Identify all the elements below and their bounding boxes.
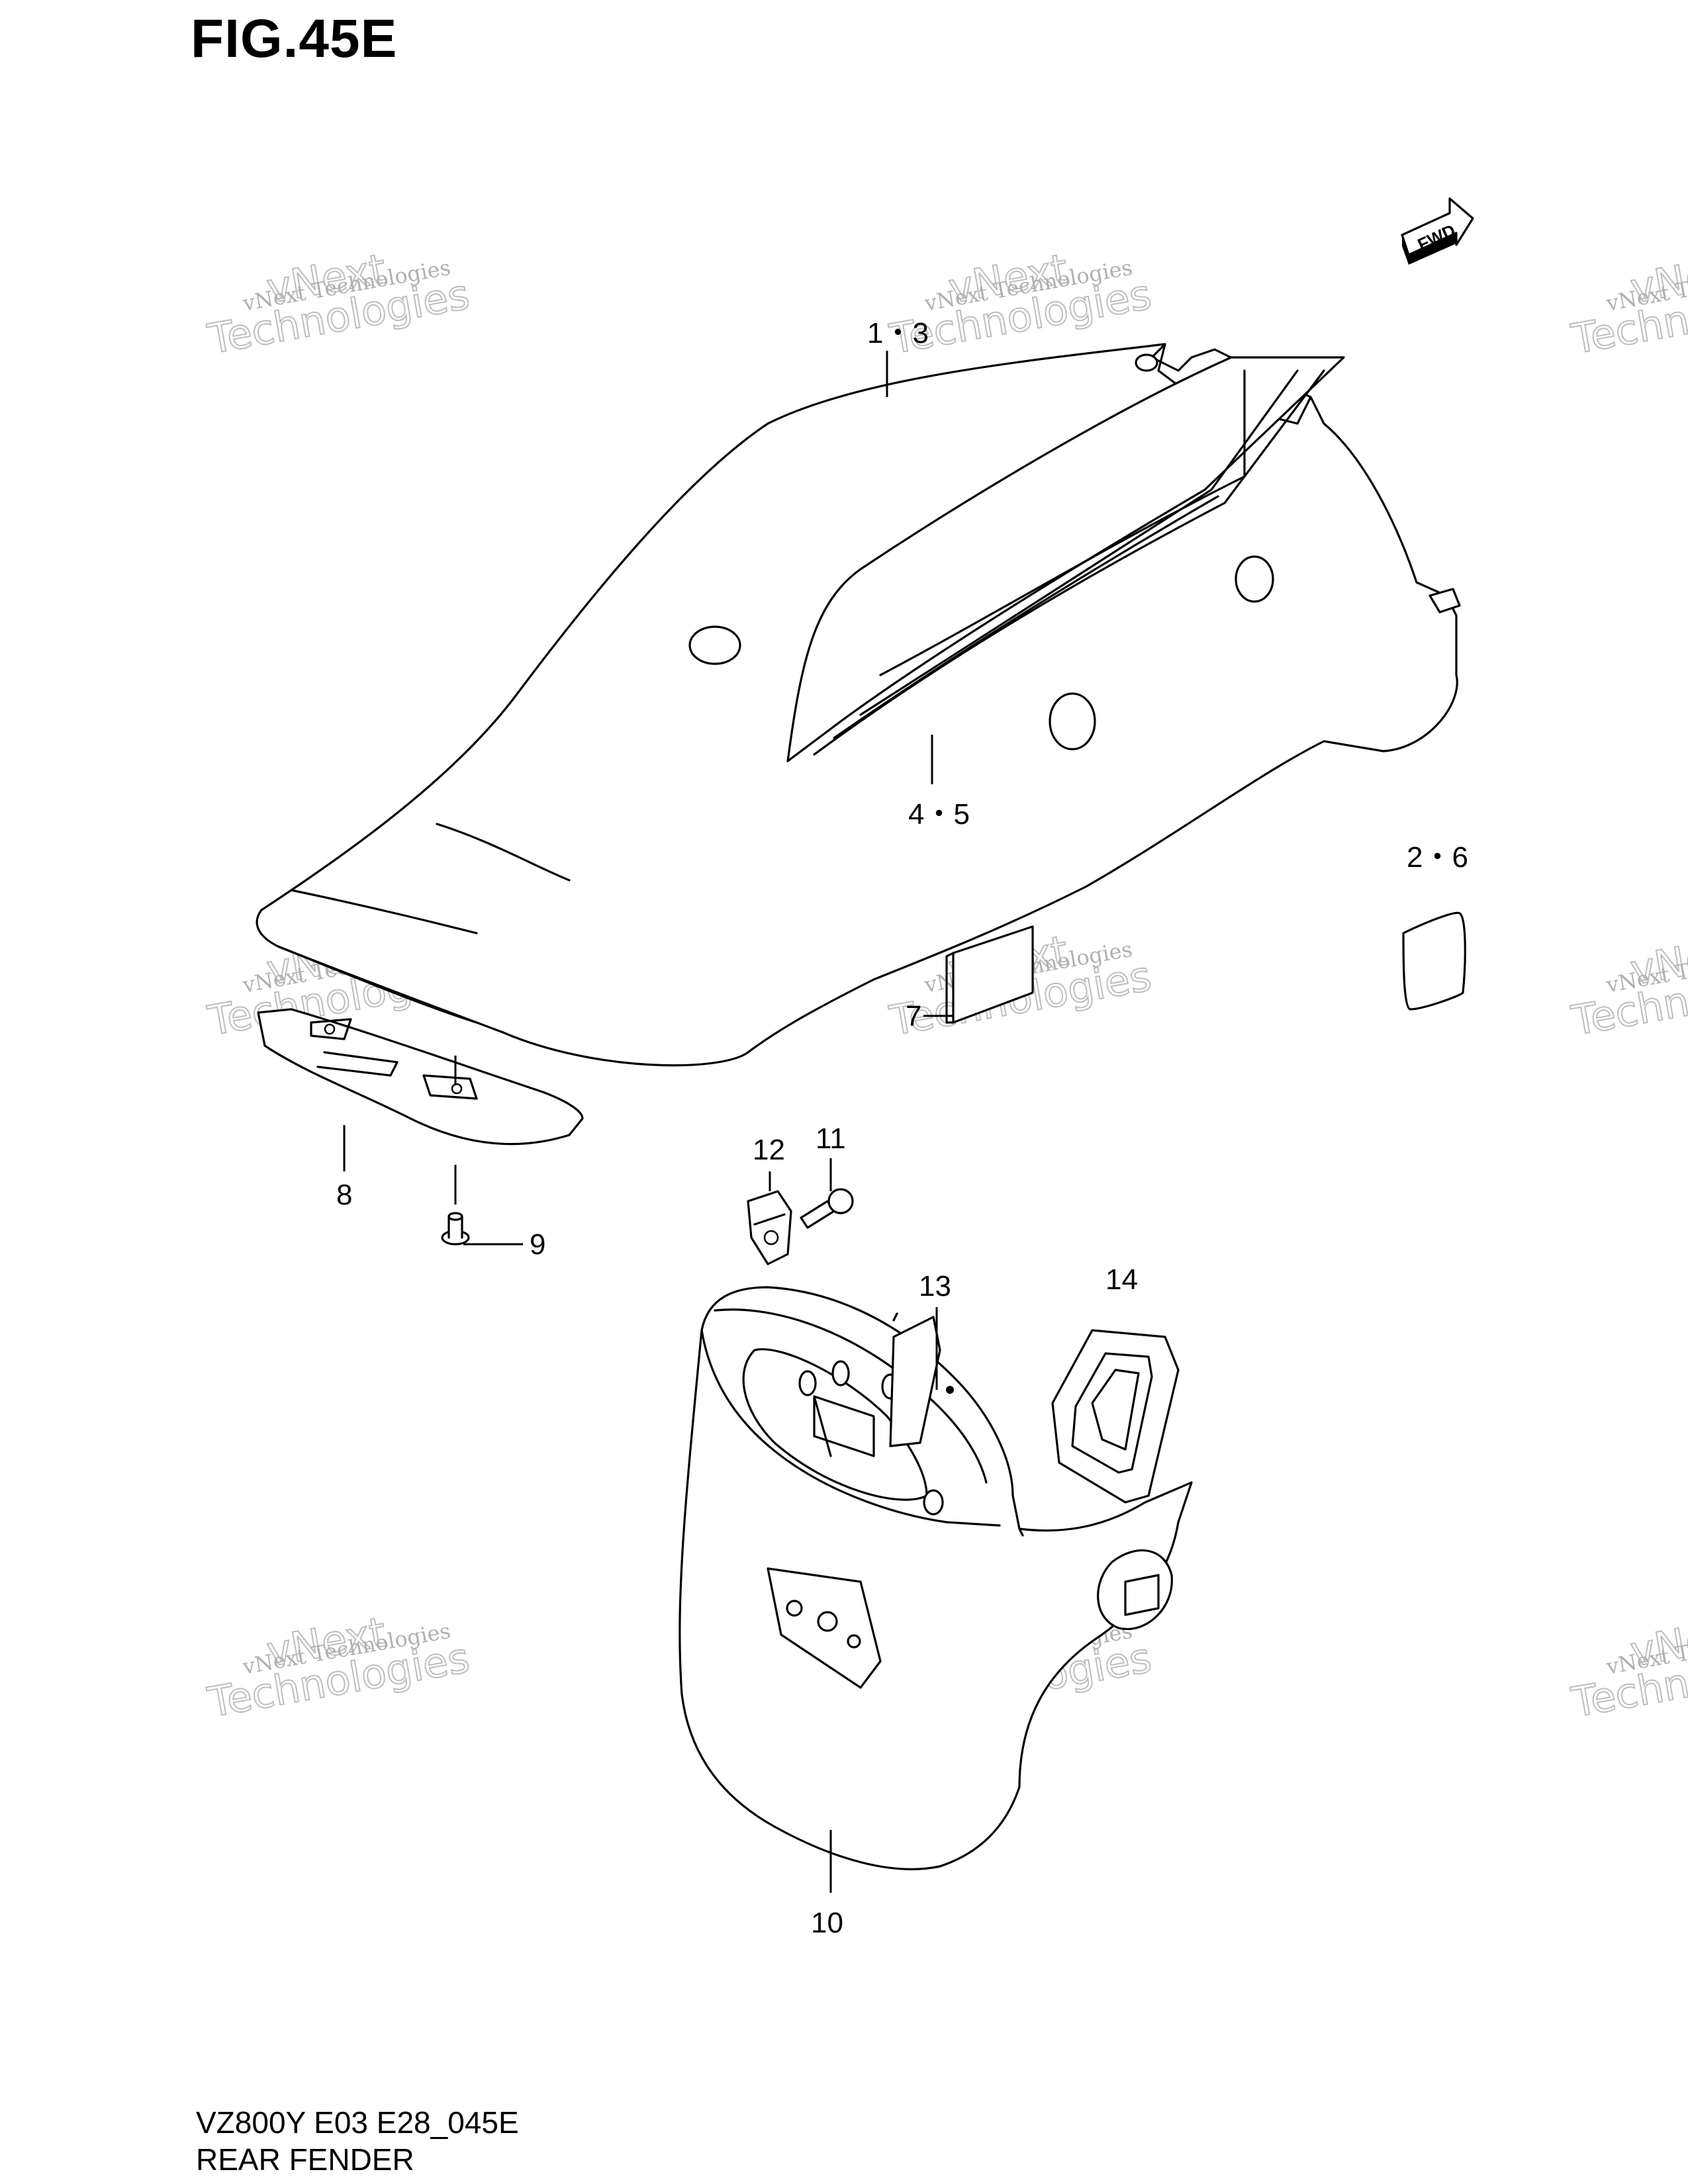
watermark-bottom-left: vNext Technologies vNext Technologies: [203, 1607, 473, 1727]
figure-code: VZ800Y E03 E28_045E: [196, 2105, 519, 2140]
watermark-top-right: vNext Technologies vNext Technologies: [1567, 244, 1688, 364]
callout-9: 9: [530, 1228, 545, 1261]
part-clip-12: [747, 1190, 792, 1265]
callout-8: 8: [336, 1179, 352, 1211]
callout-7: 7: [906, 1000, 921, 1032]
callout-14: 14: [1105, 1263, 1138, 1296]
callout-4-5: 4・5: [908, 798, 970, 831]
figure-name: REAR FENDER: [196, 2142, 414, 2177]
callout-2-6: 2・6: [1407, 841, 1468, 874]
watermark-top-left: vNext Technologies vNext Technologies: [203, 244, 473, 364]
watermark-bottom-right: vNext Technologies vNext Technologies: [1567, 1607, 1688, 1727]
fwd-arrow-icon: FWD: [1401, 197, 1474, 265]
figure-title: FIG.45E: [191, 9, 398, 69]
callout-12: 12: [753, 1134, 785, 1166]
callout-labels: 1・3 4・5 2・6 7 8 9 10 11 12 13 14: [336, 317, 1468, 1939]
callout-13: 13: [919, 1270, 951, 1302]
part-grommet-14: [1051, 1329, 1180, 1504]
part-fender-trim: [786, 356, 1345, 762]
part-fender-lower: [679, 1286, 1193, 1870]
part-13-marker: [946, 1386, 954, 1394]
part-screw-11: [800, 1188, 854, 1229]
leader-lines: [343, 351, 953, 1893]
part-fender-stay: [257, 1008, 584, 1146]
callout-10: 10: [811, 1907, 843, 1939]
part-cushion: [945, 925, 1034, 1024]
part-reflector: [1402, 911, 1466, 1011]
watermark-mid-right: vNext Technologies vNext Technologies: [1567, 925, 1688, 1046]
part-bolt-9: [441, 1212, 470, 1246]
callout-1-3: 1・3: [867, 317, 929, 349]
callout-11: 11: [816, 1122, 846, 1155]
